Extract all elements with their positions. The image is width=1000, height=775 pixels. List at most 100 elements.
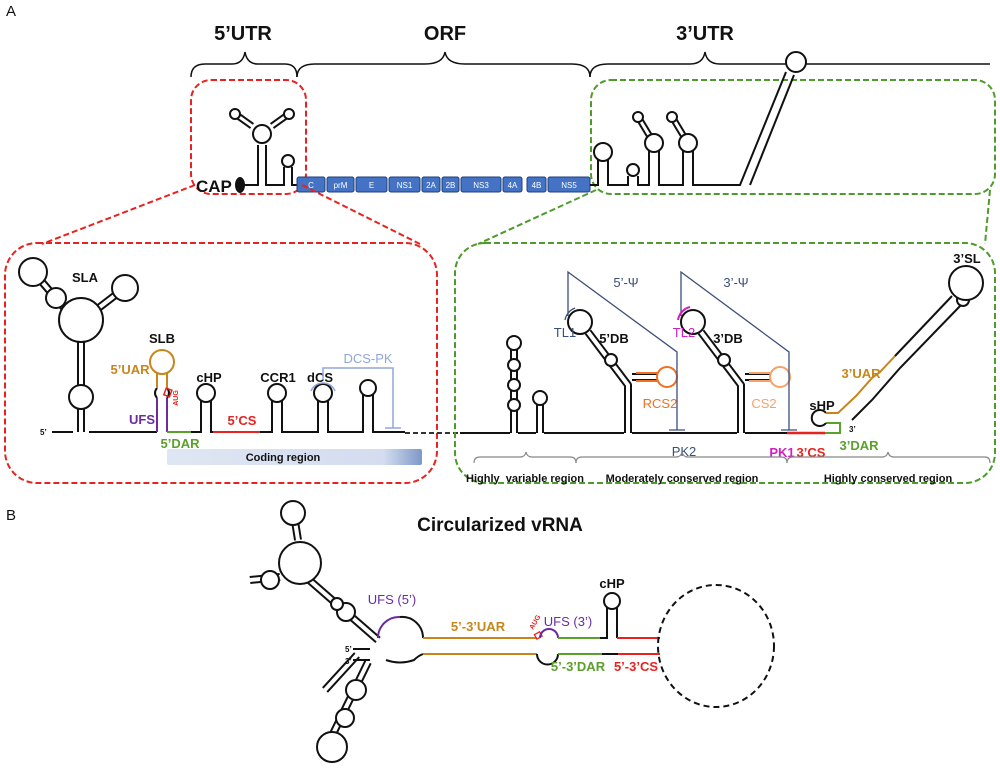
utr3-loop-1: [593, 142, 613, 162]
circular-chp-label: cHP: [599, 576, 625, 591]
psi3-label: 3’-Ψ: [723, 275, 748, 290]
utr3-loop-4b: [666, 111, 678, 123]
utr5-title: 5’UTR: [214, 23, 272, 45]
sl3-loop: [948, 265, 984, 301]
orf-brace: [296, 51, 591, 78]
utr5-five-prime-label: 5’: [40, 428, 47, 437]
db5-bulge: [604, 353, 618, 367]
moderate-region-brace: [575, 451, 788, 464]
uar5-segment: [156, 373, 168, 388]
cap-icon: [235, 177, 245, 193]
circular-aug-label: AUG: [529, 614, 543, 631]
gene-box-4a: [502, 176, 523, 193]
sla-loop-left: [18, 257, 48, 287]
tl2-loop: [680, 309, 706, 335]
utr3-zoom-connector: [477, 189, 991, 245]
slb-label: SLB: [149, 331, 175, 346]
dar3-segment: [825, 422, 841, 434]
rcs2-stem: [636, 372, 658, 382]
psi5-pk-line: [564, 270, 685, 431]
ufs-label: UFS: [129, 412, 155, 427]
db3-label: 3’DB: [713, 331, 743, 346]
gene-label-ns3: NS3: [473, 181, 489, 190]
gene-label-e: E: [369, 181, 374, 190]
gene-label-prm: prM: [334, 181, 348, 190]
aug-box: [162, 387, 173, 398]
utr5-sla-loop-right: [283, 108, 295, 120]
tl2-arc: [677, 306, 691, 321]
shp-loop: [810, 409, 827, 427]
arm-lower-loop-1: [345, 679, 367, 701]
utr5-sla-loop-left: [229, 108, 241, 120]
gene-label-4a: 4A: [508, 181, 518, 190]
circular-title: Circularized vRNA: [417, 515, 583, 536]
gene-box-c: [296, 176, 326, 193]
pk1-label: PK1: [769, 445, 794, 460]
aug-label: AUG: [173, 390, 180, 406]
chp-loop: [196, 383, 216, 403]
moderate-region-label: Moderately conserved region: [606, 473, 759, 485]
ccr1-loop: [267, 383, 287, 403]
gene-box-2a: [421, 176, 441, 193]
shp-label: sHP: [809, 398, 835, 413]
utr3-detail-panel: 5’-Ψ 3’-Ψ TL1 TL2 5’DB 3’DB RCS2 CS2 PK2…: [454, 242, 996, 485]
five-prime-end-label: 5’: [345, 645, 352, 654]
gene-label-c: C: [308, 181, 314, 190]
utr3-title: 3’UTR: [676, 23, 734, 45]
gene-box-ns1: [388, 176, 421, 193]
db3-stem-inner: [698, 329, 775, 435]
variable-region-brace: [473, 451, 577, 464]
conserved-region-label: Highly conserved region: [824, 473, 953, 485]
uar-label: 5’-3’UAR: [451, 619, 506, 634]
variable-region-label: Highly variable region: [466, 473, 584, 485]
db5-label: 5’DB: [599, 331, 629, 346]
cap-label: CAP: [196, 177, 232, 196]
dcs-loop: [313, 383, 333, 403]
three-prime-label: 3’: [849, 425, 856, 434]
gene-label-4b: 4B: [532, 181, 542, 190]
arm-top-loop: [280, 500, 306, 526]
slb-loop: [149, 349, 175, 375]
sla-bulge: [68, 384, 94, 410]
dar3-label: 3’DAR: [839, 438, 879, 453]
cs2-label: CS2: [751, 396, 776, 411]
gene-label-ns5: NS5: [561, 181, 577, 190]
genome-circle-dashed: [657, 584, 775, 708]
variable-bulge-2: [507, 378, 521, 392]
utr3-loop-2: [626, 163, 640, 177]
rcs2-loop: [656, 366, 678, 388]
gene-label-2a: 2A: [426, 181, 436, 190]
panel-label-a: A: [6, 3, 16, 20]
variable-bulge-3: [507, 358, 521, 372]
pk2-label: PK2: [672, 444, 697, 459]
utr5-detail-box: [4, 242, 438, 484]
sla-loop-right: [111, 274, 139, 302]
psi3-pk-line: [680, 270, 797, 431]
utr5-sla-loop: [252, 124, 272, 144]
lower-small-bubble: [536, 653, 559, 666]
dar-label: 5’-3’DAR: [551, 659, 606, 674]
tl2-label: TL2: [673, 325, 695, 340]
gene-box-ns3: [460, 176, 502, 193]
circularized-vrna-panel: Circularized vRNA 5’ 3’ UFS (5’) 5’-3’UA…: [247, 500, 775, 763]
sla-junction-loop: [58, 297, 104, 343]
sl3-upper-strand: [894, 295, 953, 357]
dar5-label: 5’DAR: [160, 436, 200, 451]
circular-chp-loop: [603, 592, 621, 610]
chp-label: cHP: [196, 370, 222, 385]
ufs5-bubble-right: [399, 615, 425, 639]
coding-region-label: Coding region: [246, 452, 321, 464]
variable-loop-2: [532, 390, 548, 406]
coding-region-bar: [167, 449, 422, 465]
orf-title: ORF: [424, 23, 466, 45]
utr3-loop-3: [644, 133, 664, 153]
panel-label-b: B: [6, 507, 16, 524]
ufs3-arc: [539, 628, 559, 639]
sl3-label: 3’SL: [953, 251, 981, 266]
gene-box-e: [355, 176, 388, 193]
arm-bulge-2: [330, 597, 344, 611]
dar-duplex: [558, 637, 602, 655]
utr5-brace: [190, 51, 298, 78]
conserved-region-brace: [786, 451, 991, 464]
utr3-loop-3b: [632, 111, 644, 123]
